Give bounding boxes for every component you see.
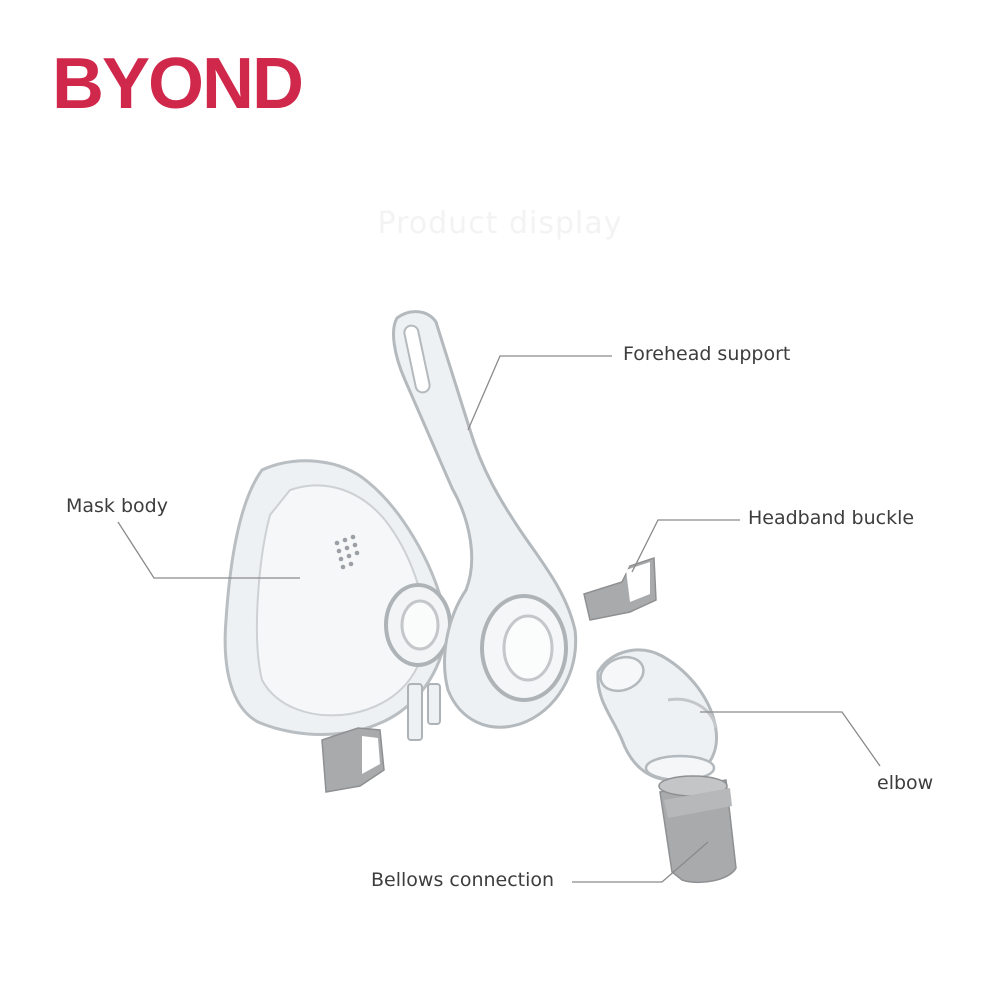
headband-buckle-right	[583, 556, 657, 621]
elbow-part	[596, 648, 718, 782]
bellows-connection-part	[658, 775, 737, 884]
forehead-support-part	[392, 310, 578, 729]
mask-body-part	[223, 459, 452, 741]
leader-line-headband-buckle	[631, 519, 740, 573]
label-bellows-connection: Bellows connection	[371, 869, 555, 891]
section-heading: Product display	[377, 206, 623, 241]
leader-line-forehead-support	[467, 355, 612, 431]
leader-line-bellows-connection	[572, 841, 709, 883]
label-headband-buckle: Headband buckle	[748, 507, 915, 529]
brand-logo: BYOND	[52, 44, 304, 124]
label-forehead-support: Forehead support	[623, 343, 791, 365]
label-elbow: elbow	[877, 772, 934, 794]
leader-line-elbow	[700, 711, 881, 767]
leader-lines	[117, 355, 881, 883]
label-mask-body: Mask body	[66, 495, 168, 517]
headband-buckle-left	[321, 727, 385, 793]
leader-line-mask-body	[117, 521, 300, 579]
